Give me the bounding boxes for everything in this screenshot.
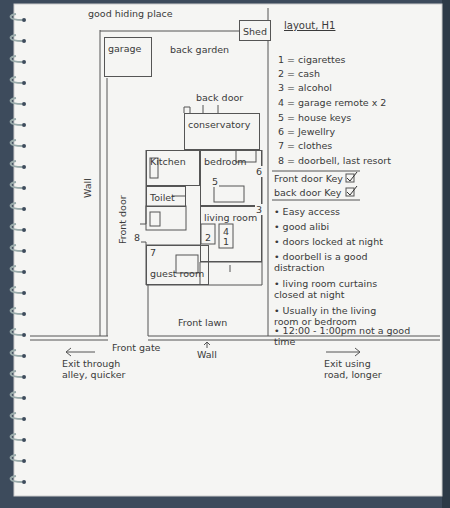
door-name: back door xyxy=(196,92,243,103)
spiral-ring xyxy=(11,35,22,41)
ring-hole xyxy=(22,417,26,421)
ring-hole xyxy=(22,144,26,148)
room-box: bedroom xyxy=(200,150,262,206)
ring-hole xyxy=(22,39,26,43)
ring-hole xyxy=(22,375,26,379)
spiral-ring xyxy=(11,140,22,146)
sheet-title: layout, H1 xyxy=(284,20,335,32)
door-name: Front door xyxy=(117,195,128,244)
spiral-ring xyxy=(11,14,22,20)
exit-note: Exit using road, longer xyxy=(324,358,398,381)
note-bullet: • Usually in the living room or bedroom xyxy=(274,305,394,328)
area-name: back garden xyxy=(170,44,229,55)
ring-hole xyxy=(22,18,26,22)
exit-note: Exit through alley, quicker xyxy=(62,358,126,381)
ring-hole xyxy=(22,81,26,85)
note-bullet: • Easy access xyxy=(274,206,424,217)
room-box: Toilet xyxy=(146,186,186,207)
building-box: Shed xyxy=(239,20,271,41)
room-box: Kitchen xyxy=(146,150,200,186)
spiral-ring xyxy=(11,119,22,125)
key-entry: 6 = Jewellry xyxy=(278,126,335,137)
spiral-ring xyxy=(11,434,22,440)
ring-hole xyxy=(22,354,26,358)
note-bullet: • doorbell is a good distraction xyxy=(274,251,386,274)
ring-hole xyxy=(22,60,26,64)
room-name: living room xyxy=(204,212,257,223)
spiral-ring xyxy=(11,287,22,293)
spiral-ring xyxy=(11,413,22,419)
spiral-ring xyxy=(11,98,22,104)
ring-hole xyxy=(22,396,26,400)
room-box: conservatory xyxy=(184,113,260,150)
ring-hole xyxy=(22,207,26,211)
note-bullet: • doors locked at night xyxy=(274,236,424,247)
ring-hole xyxy=(22,312,26,316)
ring-hole xyxy=(22,249,26,253)
spiral-ring xyxy=(11,350,22,356)
callout-number: 3 xyxy=(255,204,263,215)
spiral-ring xyxy=(11,308,22,314)
ring-hole xyxy=(22,228,26,232)
spiral-ring xyxy=(11,224,22,230)
spiral-ring xyxy=(11,203,22,209)
callout-number: 5 xyxy=(211,176,219,187)
key-entry: 1 = cigarettes xyxy=(278,54,346,65)
callout-number: 8 xyxy=(133,232,141,243)
ring-hole xyxy=(22,291,26,295)
spiral-ring xyxy=(11,455,22,461)
room-name: bedroom xyxy=(204,156,246,167)
room-name: Shed xyxy=(243,26,267,37)
key-entry: 8 = doorbell, last resort xyxy=(278,155,391,166)
callout-number: 6 xyxy=(255,166,263,177)
key-entry: 4 = garage remote x 2 xyxy=(278,97,386,108)
callout-number: 7 xyxy=(149,247,157,258)
ring-hole xyxy=(22,270,26,274)
room-name: conservatory xyxy=(188,119,250,130)
ring-hole xyxy=(22,186,26,190)
ring-hole xyxy=(22,480,26,484)
room-name: Kitchen xyxy=(150,156,186,167)
building-box: garage xyxy=(104,37,152,77)
room-name: guest room xyxy=(150,268,204,279)
key-entry: 5 = house keys xyxy=(278,112,351,123)
spiral-ring xyxy=(11,182,22,188)
key-entry: 2 = cash xyxy=(278,68,320,79)
note-bullet: • living room curtains closed at night xyxy=(274,278,390,301)
spiral-ring xyxy=(11,56,22,62)
gate-name: Front gate xyxy=(112,342,160,353)
wall-name: Wall xyxy=(197,349,217,360)
spiral-ring xyxy=(11,392,22,398)
ring-hole xyxy=(22,333,26,337)
area-name: Front lawn xyxy=(178,317,227,328)
room-name: garage xyxy=(108,43,141,54)
callout-number: 2 xyxy=(204,232,212,243)
key-check: back door Key xyxy=(274,187,341,198)
room-name: Toilet xyxy=(150,192,175,203)
ring-hole xyxy=(22,165,26,169)
ring-hole xyxy=(22,459,26,463)
note-bullet: • good alibi xyxy=(274,221,424,232)
wall-name: Wall xyxy=(82,178,93,198)
spiral-ring xyxy=(11,161,22,167)
spiral-ring xyxy=(11,476,22,482)
spiral-ring xyxy=(11,371,22,377)
spiral-ring xyxy=(11,266,22,272)
callout-number: 1 xyxy=(222,236,230,247)
spiral-ring xyxy=(11,245,22,251)
key-check: Front door Key xyxy=(274,173,343,184)
spiral-ring xyxy=(11,329,22,335)
ring-hole xyxy=(22,123,26,127)
note-bullet: • 12:00 - 1:00pm not a good time xyxy=(274,325,434,348)
spiral-ring xyxy=(11,77,22,83)
ring-hole xyxy=(22,102,26,106)
key-entry: 3 = alcohol xyxy=(278,82,332,93)
key-entry: 7 = clothes xyxy=(278,140,332,151)
ring-hole xyxy=(22,438,26,442)
note: good hiding place xyxy=(88,8,173,19)
